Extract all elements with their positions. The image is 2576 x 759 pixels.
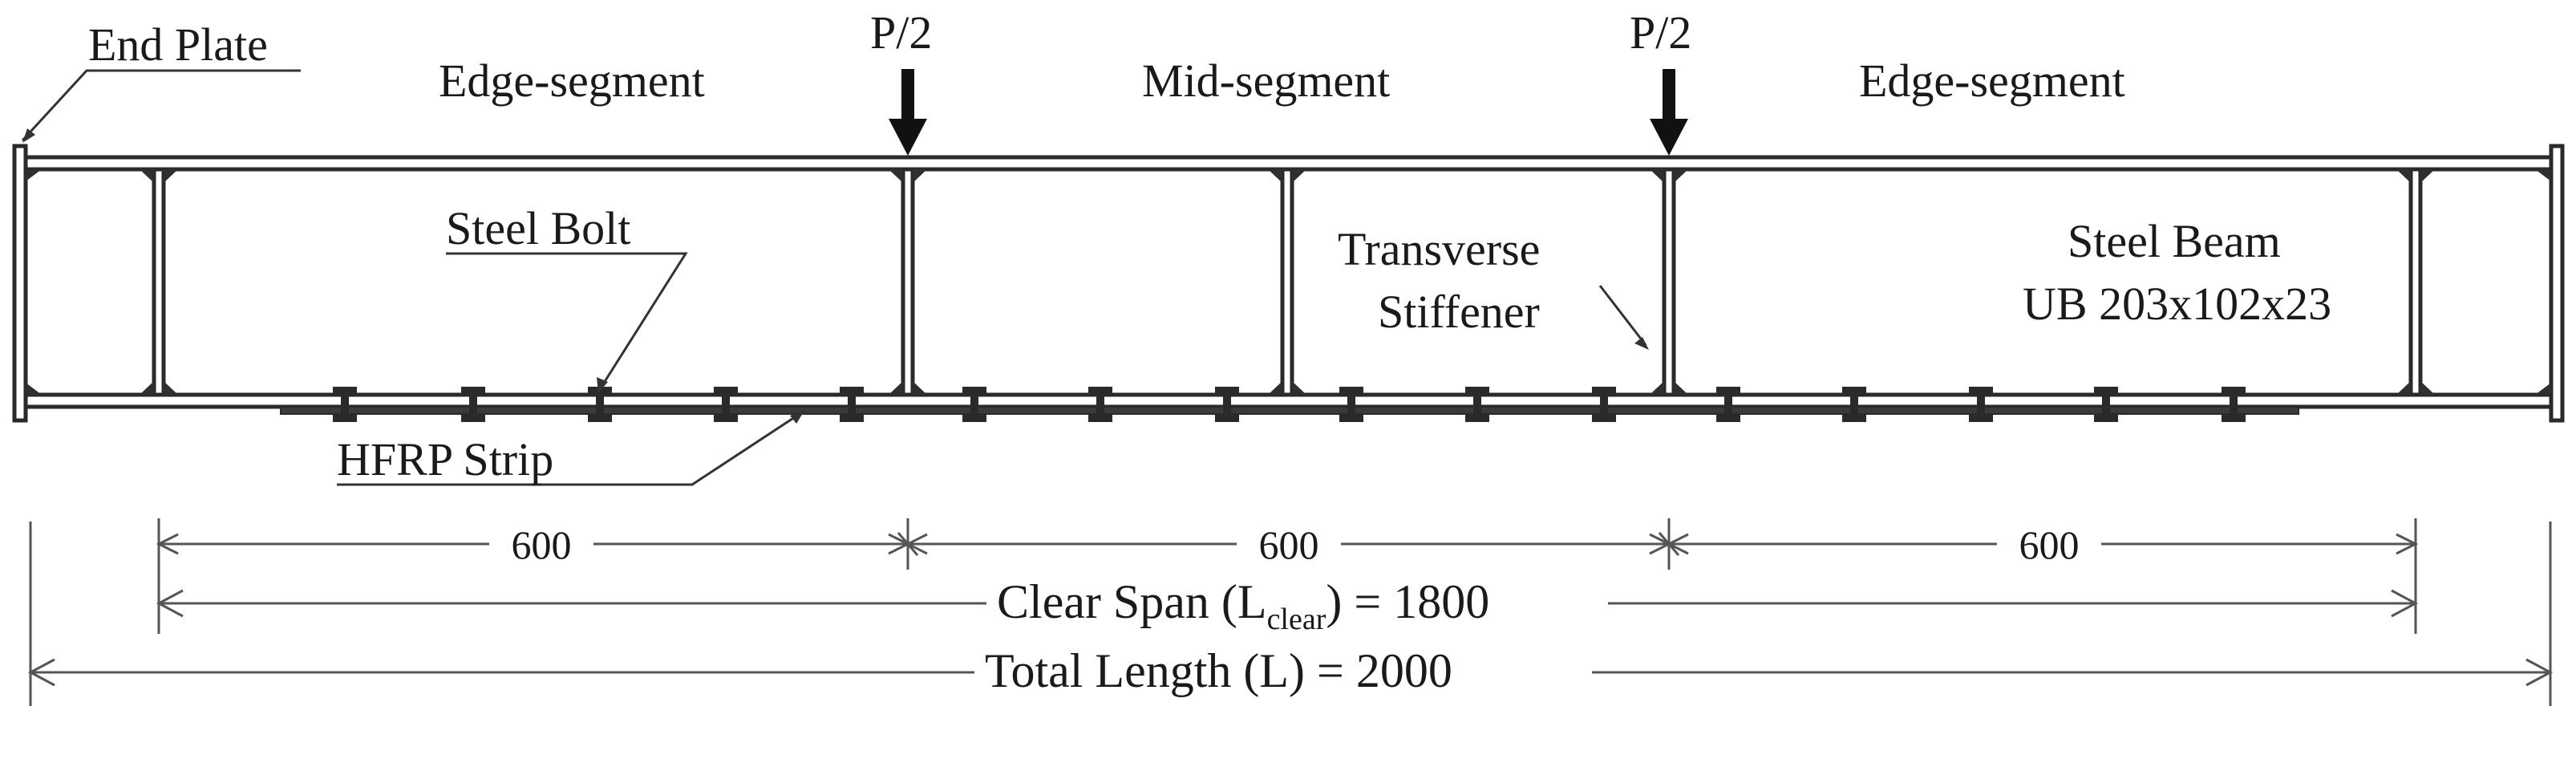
- dim-segment-2: 600: [1259, 522, 1319, 567]
- dimension-lines: [27, 518, 2554, 706]
- stiffener-load-left: [901, 169, 915, 395]
- edge-segment-left-label: Edge-segment: [439, 55, 705, 107]
- steel-bolt: [840, 387, 864, 422]
- stiffener-support-right: [2408, 169, 2423, 395]
- steel-bolt: [1339, 387, 1363, 422]
- steel-bolt: [2222, 387, 2246, 422]
- load-right-label: P/2: [1630, 6, 1691, 59]
- end-plates: [12, 144, 2565, 423]
- steel-bolt: [588, 387, 612, 422]
- bottom-flange: [22, 392, 2555, 409]
- steel-bolt: [461, 387, 485, 422]
- steel-bolt: [2094, 387, 2118, 422]
- mid-segment-label: Mid-segment: [1142, 55, 1390, 107]
- load-arrow-left: [889, 69, 927, 156]
- stiffeners: [152, 169, 2423, 395]
- stiffener-leader: [1598, 285, 1647, 346]
- top-flange: [22, 155, 2555, 172]
- dim-clear-span-suffix: ) = 1800: [1326, 575, 1489, 628]
- steel-bolt: [1842, 387, 1866, 422]
- welds: [26, 169, 2551, 395]
- stiffener-support-left: [152, 169, 166, 395]
- steel-bolts: [333, 387, 2246, 422]
- end-plate-label: End Plate: [88, 18, 268, 71]
- stiffener-mid: [1280, 169, 1294, 395]
- steel-bolt: [1592, 387, 1616, 422]
- hfrp-strip-leader: [337, 411, 803, 486]
- steel-bolt: [333, 387, 357, 422]
- load-left-label: P/2: [870, 6, 932, 59]
- dim-clear-span-prefix: Clear Span (L: [997, 575, 1267, 628]
- dim-total-length: Total Length (L) = 2000: [985, 644, 1452, 697]
- steel-bolt: [1088, 387, 1112, 422]
- stiffener-label: Stiffener: [1378, 286, 1540, 338]
- hfrp-strip-label: HFRP Strip: [337, 433, 553, 485]
- steel-bolt: [1215, 387, 1239, 422]
- load-arrow-right: [1650, 69, 1688, 156]
- dim-segment-1: 600: [512, 522, 572, 567]
- dim-segment-3: 600: [2019, 522, 2080, 567]
- dim-clear-span-subscript: clear: [1267, 603, 1326, 636]
- edge-segment-right-label: Edge-segment: [1859, 55, 2125, 107]
- dim-clear-span: Clear Span (Lclear) = 1800: [997, 575, 1489, 636]
- steel-bolt: [1716, 387, 1740, 422]
- stiffener-load-right: [1662, 169, 1676, 395]
- steel-bolt: [1969, 387, 1993, 422]
- steel-beam-label: Steel Beam: [2068, 215, 2281, 267]
- steel-bolt: [714, 387, 738, 422]
- beam-section-label: UB 203x102x23: [2023, 278, 2331, 330]
- steel-bolt-label: Steel Bolt: [446, 202, 630, 254]
- steel-bolt: [1465, 387, 1489, 422]
- hfrp-strip: [280, 406, 2299, 415]
- transverse-label: Transverse: [1338, 223, 1540, 275]
- end-plate-leader: [21, 69, 301, 142]
- steel-bolt-leader: [446, 252, 688, 390]
- end-plate-right: [2549, 144, 2565, 423]
- steel-bolt: [962, 387, 986, 422]
- callout-leaders: [21, 69, 1649, 486]
- end-plate-left: [12, 144, 28, 423]
